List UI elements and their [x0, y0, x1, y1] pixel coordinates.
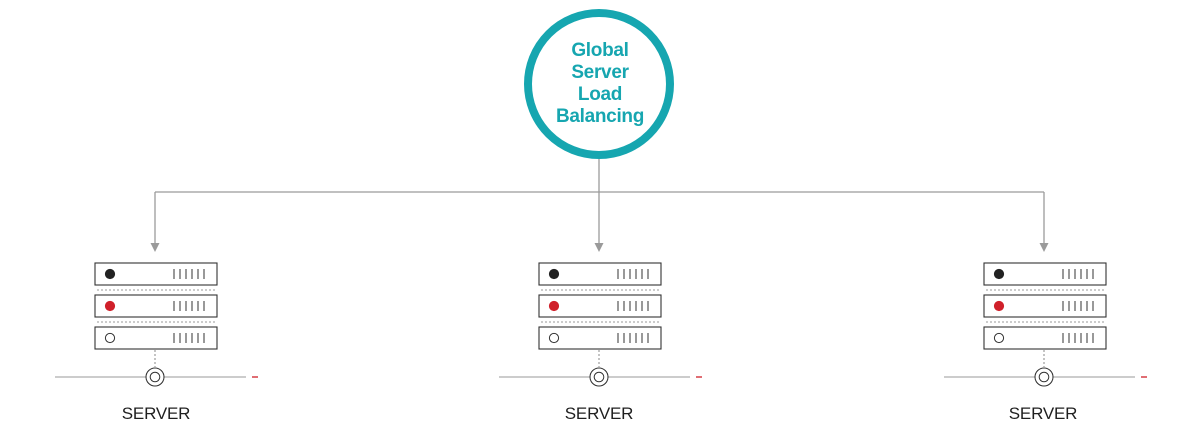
server-rack-3: [944, 262, 1147, 387]
network-port-inner: [149, 371, 161, 383]
server-unit: [983, 294, 1107, 318]
status-led-dark-icon: [993, 268, 1005, 280]
server-rack-2: [499, 262, 702, 387]
status-led-off-icon: [104, 332, 116, 344]
gslb-title: Global Server Load Balancing: [530, 40, 670, 128]
server-unit: [983, 262, 1107, 286]
arrow-down-icon: [150, 243, 160, 252]
server-unit: [94, 262, 218, 286]
network-port-inner: [593, 371, 605, 383]
status-led-dark-icon: [548, 268, 560, 280]
status-led-red-icon: [548, 300, 560, 312]
server-unit: [538, 326, 662, 350]
server-label: SERVER: [121, 404, 191, 423]
server-unit: [538, 294, 662, 318]
status-led-off-icon: [548, 332, 560, 344]
server-unit: [538, 262, 662, 286]
status-led-dark-icon: [104, 268, 116, 280]
status-led-red-icon: [104, 300, 116, 312]
arrow-down-icon: [594, 243, 604, 252]
status-led-off-icon: [993, 332, 1005, 344]
gslb-title-line: Global: [571, 40, 629, 61]
network-port-inner: [1038, 371, 1050, 383]
server-rack-1: [55, 262, 258, 387]
server-label: SERVER: [1008, 404, 1078, 423]
server-unit: [94, 294, 218, 318]
server-unit: [94, 326, 218, 350]
connector-lines: [154, 159, 1045, 244]
server-unit: [983, 326, 1107, 350]
server-label: SERVER: [564, 404, 634, 423]
arrow-down-icon: [1039, 243, 1049, 252]
gslb-hub-ring: [524, 9, 674, 159]
gslb-title-line: Balancing: [555, 106, 645, 127]
gslb-title-line: Server: [571, 62, 629, 83]
status-led-red-icon: [993, 300, 1005, 312]
gslb-title-line: Load: [577, 84, 623, 105]
arrowheads: [150, 243, 1049, 252]
